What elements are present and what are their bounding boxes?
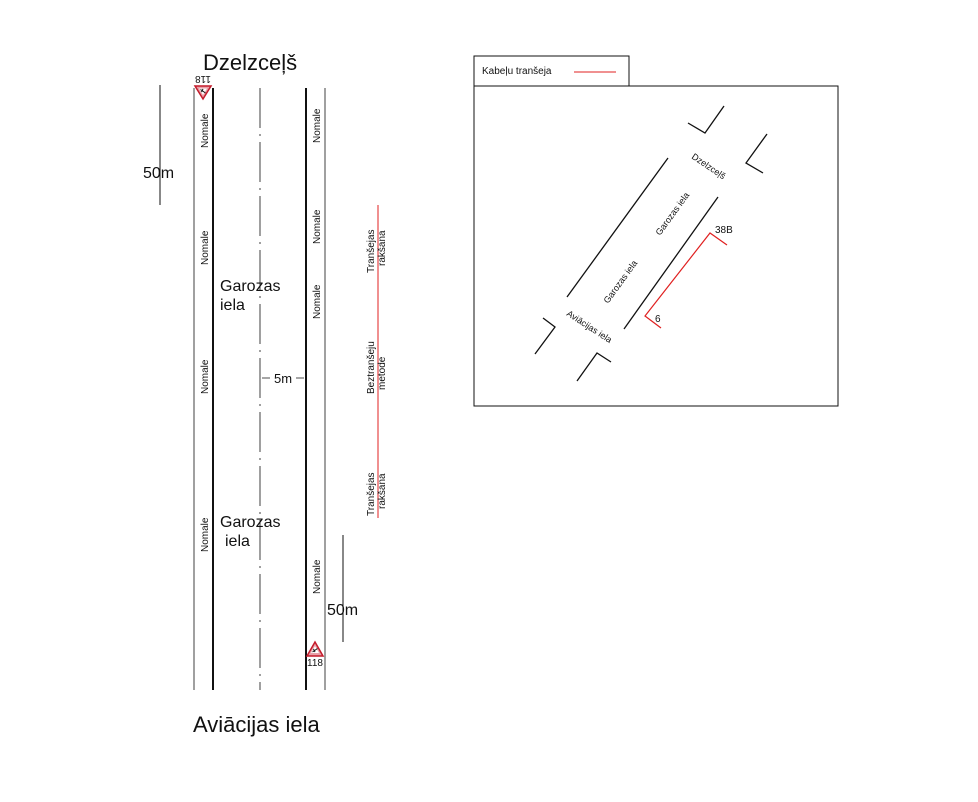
street-label-upper: Garozas iela <box>220 278 285 314</box>
roadworks-icon <box>200 88 206 94</box>
trench-route <box>644 232 728 329</box>
nomale-label-left-4: Nomale <box>200 517 211 552</box>
roadworks-icon <box>312 648 318 653</box>
inset-frame <box>473 85 839 407</box>
road-schematic: Dzelzceļš 50m 5m Garozas iela Garozas ie… <box>143 50 358 737</box>
sign-number-bottom: 118 <box>307 658 323 669</box>
aviacijas-corner-left <box>534 317 556 355</box>
method-lower: Tranšejas rakšana <box>366 470 388 516</box>
road-sign-bottom: 118 <box>305 640 325 669</box>
inset-map: Kabeļu tranšeja Dzelzceļš Garozas iela G… <box>473 55 839 407</box>
scale-label-bottom: 50m <box>327 602 358 619</box>
method-upper: Tranšejas rakšana <box>366 227 388 273</box>
nomale-label-left-1: Nomale <box>200 113 211 148</box>
nomale-label-right-2: Nomale <box>312 209 323 244</box>
legend-box <box>473 55 630 86</box>
method-middle: Beztranšeju metode <box>366 338 388 394</box>
trench-segments: Tranšejas rakšana Beztranšeju metode Tra… <box>366 205 388 518</box>
legend-label: Kabeļu tranšeja <box>482 66 552 77</box>
street-title-bottom: Aviācijas iela <box>193 712 321 737</box>
nomale-label-right-4: Nomale <box>312 559 323 594</box>
railway-title: Dzelzceļš <box>203 50 297 75</box>
nomale-label-right-1: Nomale <box>312 108 323 143</box>
railway-corner-right <box>745 133 768 174</box>
nomale-label-right-3: Nomale <box>312 284 323 319</box>
aviacijas-corner-right <box>576 352 612 382</box>
nomale-label-left-2: Nomale <box>200 230 211 265</box>
nomale-label-left-3: Nomale <box>200 359 211 394</box>
width-label: 5m <box>274 371 292 386</box>
railway-corner-left <box>687 105 725 134</box>
street-label-lower: Garozas iela <box>220 514 285 550</box>
scale-label-top: 50m <box>143 165 174 182</box>
inset-house-end: 6 <box>655 314 661 325</box>
inset-house-start: 38B <box>715 225 733 236</box>
garozas-street-edge-right <box>623 196 719 330</box>
garozas-street-edge-left <box>566 157 669 298</box>
road-sign-top: 118 <box>193 73 213 101</box>
sign-number-top: 118 <box>195 73 211 84</box>
